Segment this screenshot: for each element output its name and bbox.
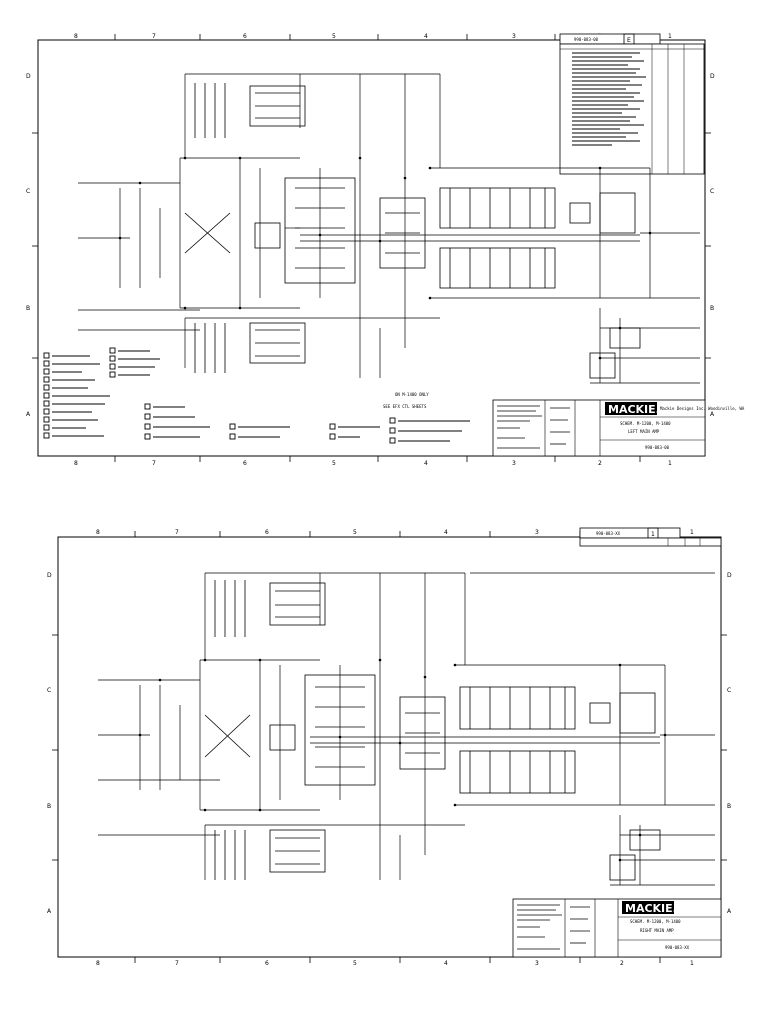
model-line: SCHEM. M-1200, M-1400 [620, 421, 671, 426]
schematic-drawing: 8 7 6 5 4 3 2 1 8 7 6 5 4 3 2 1 D C B A … [47, 527, 732, 965]
zone-label: 6 [265, 529, 269, 536]
drawing-border [57, 536, 722, 958]
schematic-sheet-left: 8 7 6 5 4 3 2 1 8 7 6 5 4 3 2 1 D C B A … [0, 28, 768, 468]
zone-label: 4 [444, 960, 448, 965]
company-logo: MACKIE. [625, 902, 677, 915]
zone-label: 7 [152, 460, 156, 467]
revision-block: 990-083-00 E [559, 33, 705, 175]
zone-label: 3 [512, 460, 516, 467]
zone-label: 7 [175, 529, 179, 536]
zone-label: 6 [243, 33, 247, 40]
zone-label: 4 [424, 460, 428, 467]
zone-label: C [710, 188, 714, 195]
zone-label: 2 [598, 460, 602, 467]
zone-label: D [26, 73, 31, 80]
doc-number: 990-083-00 [574, 37, 599, 42]
zone-label: 8 [74, 33, 78, 40]
zone-label: 8 [96, 529, 100, 536]
sheet-title: RIGHT MAIN AMP [640, 928, 674, 933]
zone-label: B [47, 803, 51, 810]
zone-label: 3 [535, 960, 539, 965]
zone-label: 3 [512, 33, 516, 40]
zone-label: B [710, 305, 714, 312]
zone-label: 8 [74, 460, 78, 467]
note-see-sheets: SEE EFX CTL SHEETS [383, 404, 427, 409]
junction-dots [138, 658, 667, 862]
title-doc-number: 990-083-XX [665, 945, 690, 950]
zone-label: 1 [690, 529, 694, 536]
zone-label: 5 [332, 33, 336, 40]
component-clusters [184, 83, 641, 379]
zone-label: 6 [243, 460, 247, 467]
zone-label: A [727, 908, 732, 915]
company-address: Mackie Designs Inc. Woodinville, WA [660, 406, 745, 411]
zone-label: D [727, 572, 732, 579]
title-block: MACKIE. SCHEM. M-1200, M-1400 RIGHT MAIN… [512, 898, 722, 958]
zone-label: C [47, 687, 51, 694]
notes-left [43, 347, 470, 444]
revision-letter: E [627, 37, 631, 44]
zone-label: 7 [152, 33, 156, 40]
zone-label: C [26, 188, 30, 195]
wiring [98, 572, 715, 886]
wiring [78, 73, 700, 384]
schematic-sheet-right: 8 7 6 5 4 3 2 1 8 7 6 5 4 3 2 1 D C B A … [0, 525, 768, 965]
zone-label: 1 [690, 960, 694, 965]
note-m1400-only: ON M-1400 ONLY [395, 392, 429, 397]
zone-label: 1 [668, 460, 672, 467]
doc-number: 990-083-XX [596, 531, 621, 536]
junction-dots [118, 156, 652, 360]
zone-label: B [727, 803, 731, 810]
zone-label: 8 [96, 960, 100, 965]
revision-letter: 1 [651, 531, 655, 538]
zone-label: 2 [620, 960, 624, 965]
zone-label: 4 [424, 33, 428, 40]
schematic-drawing: 8 7 6 5 4 3 2 1 8 7 6 5 4 3 2 1 D C B A … [26, 33, 745, 467]
zone-label: 7 [175, 960, 179, 965]
title-block: MACKIE. Mackie Designs Inc. Woodinville,… [492, 399, 745, 457]
zone-label: D [710, 73, 715, 80]
zone-label: D [47, 572, 52, 579]
sheet-title: LEFT MAIN AMP [628, 429, 660, 434]
title-doc-number: 990-083-00 [645, 445, 670, 450]
component-clusters [204, 580, 661, 881]
company-logo: MACKIE. [608, 403, 660, 416]
zone-label: A [710, 411, 715, 418]
model-line: SCHEM. M-1200, M-1400 [630, 919, 681, 924]
zone-label: 4 [444, 529, 448, 536]
zone-label: 1 [668, 33, 672, 40]
zone-label: 5 [353, 529, 357, 536]
zone-label: A [47, 908, 52, 915]
zone-label: C [727, 687, 731, 694]
zone-label: 5 [332, 460, 336, 467]
zone-label: B [26, 305, 30, 312]
zone-label: 6 [265, 960, 269, 965]
drawing-border [37, 39, 706, 457]
zone-label: A [26, 411, 31, 418]
zone-label: 3 [535, 529, 539, 536]
zone-label: 5 [353, 960, 357, 965]
revision-block: 990-083-XX 1 [579, 527, 722, 547]
